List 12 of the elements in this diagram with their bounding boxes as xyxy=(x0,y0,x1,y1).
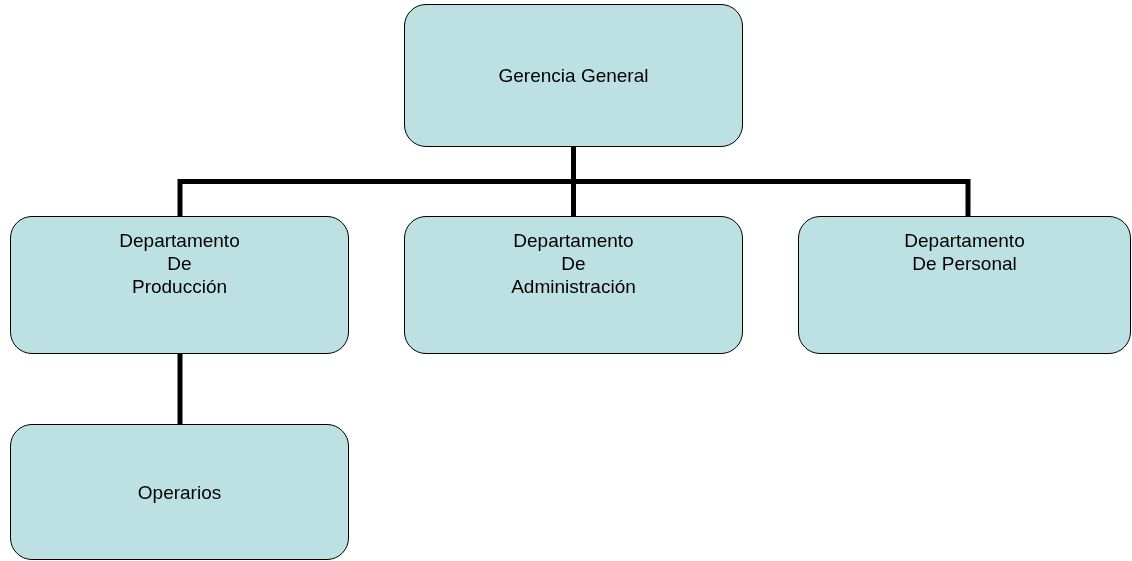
org-box xyxy=(404,4,743,147)
box-title: Gerencia General xyxy=(498,64,649,87)
box-title: Departamento De Administración xyxy=(511,229,636,298)
connector-line xyxy=(571,147,971,216)
org-box xyxy=(798,216,1131,354)
box-title: Departamento De Personal xyxy=(904,229,1025,275)
org-box xyxy=(404,216,743,354)
box-title: Departamento De Producción xyxy=(119,229,240,298)
connector-line xyxy=(177,354,183,424)
box-title: Operarios xyxy=(137,480,222,504)
org-box xyxy=(10,424,349,560)
org-box xyxy=(10,216,349,354)
